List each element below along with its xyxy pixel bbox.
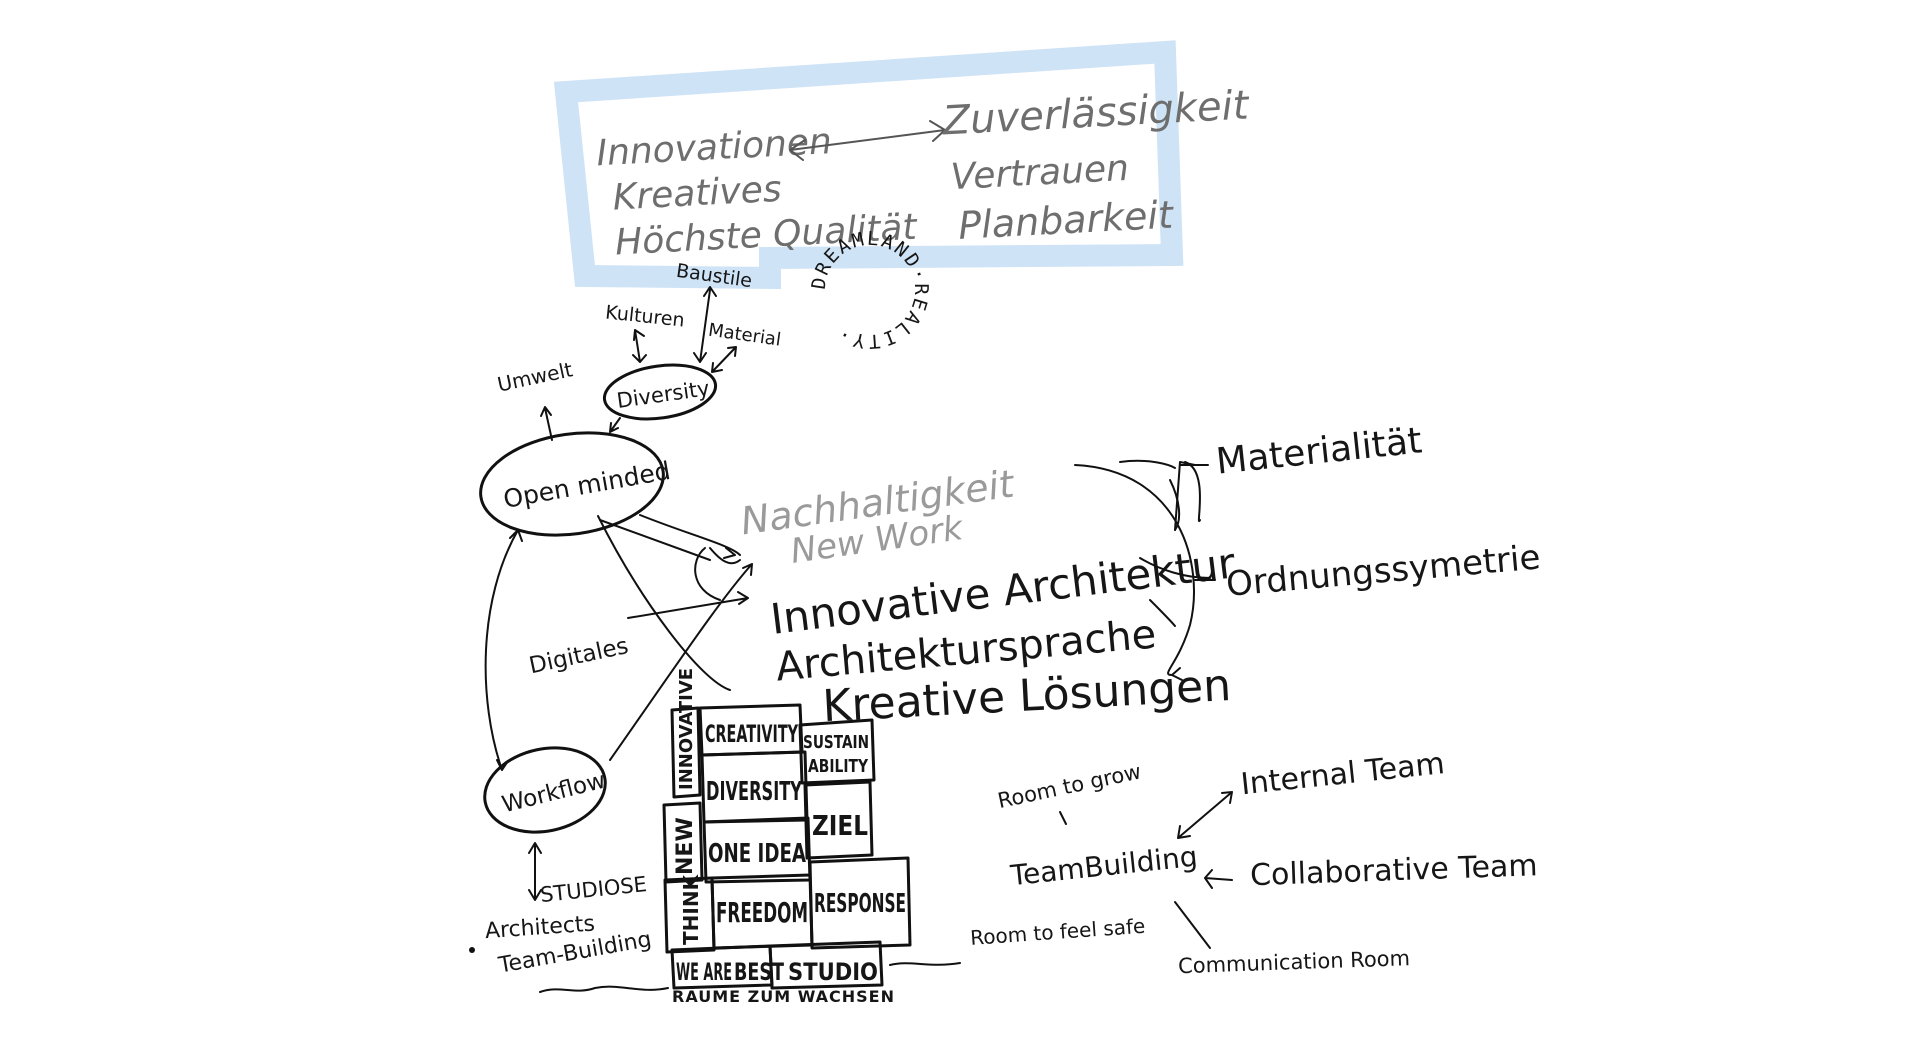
tower-think: THINK bbox=[679, 873, 703, 945]
open-minded-ellipse bbox=[479, 431, 665, 537]
header-left-2: Kreatives bbox=[612, 169, 783, 219]
tower-new: NEW bbox=[673, 817, 698, 875]
concept-list: Nachhaltigkeit New Work Innovative Archi… bbox=[738, 461, 1239, 732]
umwelt-label: Umwelt bbox=[495, 357, 575, 396]
header-right-column: Zuverlässigkeit Vertrauen Planbarkeit bbox=[941, 82, 1251, 248]
team-connectors bbox=[1059, 791, 1233, 949]
tower-innovative: INNOVATIVE bbox=[676, 668, 697, 790]
tower-creativity: CREATIVITY bbox=[705, 720, 798, 748]
right-labels: Materialität Ordnungssymetrie bbox=[1174, 420, 1543, 605]
tower-we-are: WE ARE bbox=[676, 958, 732, 986]
studiose-group: STUDIOSE Architects Team-Building bbox=[469, 842, 653, 979]
workflow-ellipse bbox=[483, 746, 607, 834]
tower-ground-line bbox=[539, 962, 961, 993]
tower-response: RESPONSE bbox=[814, 889, 906, 919]
team-center: TeamBuilding bbox=[1008, 840, 1199, 893]
tower-freedom: FREEDOM bbox=[716, 896, 808, 929]
open-minded-node: Open minded bbox=[479, 431, 673, 537]
kulturen-label: Kulturen bbox=[604, 301, 685, 331]
word-tower: INNOVATIVE CREATIVITY SUSTAIN ABILITY DI… bbox=[539, 668, 961, 1006]
studiose-arrow bbox=[528, 842, 542, 901]
team-communication-room: Communication Room bbox=[1178, 946, 1411, 978]
label-materialitaet: Materialität bbox=[1214, 420, 1424, 482]
tower-one-idea: ONE IDEA bbox=[708, 839, 806, 869]
svg-text:DREAMLAND·REALITY·: DREAMLAND·REALITY· bbox=[808, 228, 932, 353]
circle-text: DREAMLAND·REALITY· bbox=[808, 228, 930, 353]
concept-connectors bbox=[599, 459, 1211, 681]
tower-ability: ABILITY bbox=[808, 756, 869, 777]
tower-ziel: ZIEL bbox=[812, 809, 868, 842]
header-box: Innovationen Kreatives Höchste Qualität … bbox=[553, 40, 1251, 290]
tower-frames bbox=[662, 703, 912, 990]
material-label: Material bbox=[707, 320, 782, 351]
tower-studio: STUDIO bbox=[788, 958, 878, 986]
dreamland-reality-circle: DREAMLAND·REALITY· bbox=[808, 228, 932, 353]
header-double-arrow bbox=[789, 120, 946, 161]
header-frame bbox=[553, 40, 1184, 290]
diversity-arrows bbox=[540, 286, 737, 441]
tower-caption: RÄUME ZUM WACHSEN bbox=[672, 987, 895, 1006]
mindmap-links bbox=[484, 514, 753, 771]
tower-sustain: SUSTAIN bbox=[803, 732, 869, 753]
team-internal: Internal Team bbox=[1239, 746, 1446, 802]
label-ordnungssymetrie: Ordnungssymetrie bbox=[1225, 537, 1543, 604]
header-right-2: Vertrauen bbox=[950, 148, 1130, 198]
diversity-ellipse bbox=[602, 363, 718, 421]
materialitaet-bracket bbox=[1174, 461, 1209, 531]
digitales-label: Digitales bbox=[527, 633, 631, 679]
header-right-1: Zuverlässigkeit bbox=[941, 82, 1251, 144]
tower-diversity: DIVERSITY bbox=[706, 777, 803, 807]
team-room-feel-safe: Room to feel safe bbox=[969, 914, 1146, 950]
team-collaborative: Collaborative Team bbox=[1249, 848, 1538, 893]
header-left-1: Innovationen bbox=[595, 121, 832, 174]
header-right-3: Planbarkeit bbox=[957, 193, 1176, 248]
studiose-bullet bbox=[469, 947, 475, 953]
studiose-label: STUDIOSE bbox=[539, 872, 648, 907]
tower-best: BEST bbox=[734, 958, 784, 986]
teambuilding-cluster: TeamBuilding Room to grow Internal Team … bbox=[969, 746, 1538, 978]
team-room-to-grow: Room to grow bbox=[996, 759, 1144, 813]
tower-words: INNOVATIVE CREATIVITY SUSTAIN ABILITY DI… bbox=[673, 668, 906, 986]
